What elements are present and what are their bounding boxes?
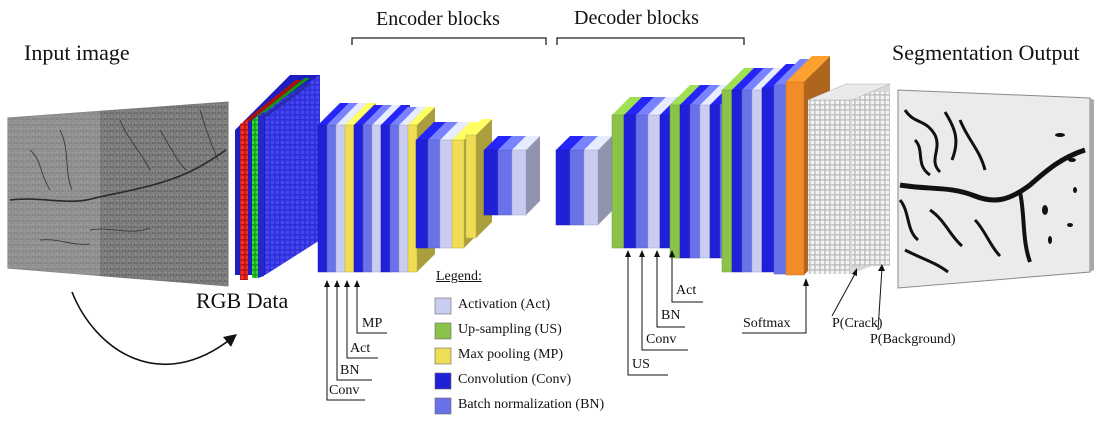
legend-swatches xyxy=(434,297,452,415)
legend-swatch-3 xyxy=(434,372,452,390)
encoder-callout-act: Act xyxy=(350,341,371,356)
legend-swatch-2 xyxy=(434,347,452,365)
input-image-title: Input image xyxy=(24,40,130,65)
legend-swatch-1 xyxy=(434,322,452,340)
segmentation-output-title: Segmentation Output xyxy=(892,40,1080,65)
p-crack-label: P(Crack) xyxy=(832,316,883,331)
decoder-bracket xyxy=(556,37,745,45)
decoder-callout-lines xyxy=(627,252,703,376)
legend-item-batchnorm: Batch normalization (BN) xyxy=(458,397,605,412)
decoder-callout-bn: BN xyxy=(661,308,681,323)
input-to-rgb-arrow xyxy=(71,291,238,366)
encoder-callout-mp: MP xyxy=(362,316,383,331)
encoder-blocks-label: Encoder blocks xyxy=(376,8,500,30)
rgb-green-channel xyxy=(252,116,258,278)
input-image xyxy=(7,101,229,287)
p-background-map xyxy=(852,92,890,266)
decoder1-layer-act-2 xyxy=(583,136,612,226)
legend-swatch-0 xyxy=(434,297,452,315)
encoder-callout-lines xyxy=(326,282,387,401)
encoder3-layer-act-2 xyxy=(511,136,540,216)
legend-item-upsampling: Up-sampling (US) xyxy=(458,322,562,337)
softmax-label: Softmax xyxy=(743,316,791,331)
legend-item-convolution: Convolution (Conv) xyxy=(458,372,572,387)
decoder-callout-us: US xyxy=(632,357,650,372)
legend-item-maxpooling: Max pooling (MP) xyxy=(458,347,563,362)
legend-item-activation: Activation (Act) xyxy=(458,297,551,312)
probability-maps xyxy=(807,83,891,274)
encoder-callout-conv: Conv xyxy=(329,383,360,398)
encoder-callout-bn: BN xyxy=(340,363,360,378)
legend-title: Legend: xyxy=(436,269,482,284)
network-layers xyxy=(317,56,830,276)
rgb-red-channel xyxy=(240,120,248,280)
p-background-label: P(Background) xyxy=(870,332,956,347)
rgb-data-label: RGB Data xyxy=(196,288,289,313)
decoder-blocks-label: Decoder blocks xyxy=(574,7,699,29)
decoder-callout-conv: Conv xyxy=(646,332,677,347)
legend-swatch-4 xyxy=(434,397,452,415)
encoder-bracket xyxy=(351,37,547,45)
p-crack-map xyxy=(808,100,850,274)
rgb-data-stack xyxy=(235,75,320,280)
segmentation-output-image xyxy=(897,89,1094,289)
decoder-callout-act: Act xyxy=(676,283,697,298)
